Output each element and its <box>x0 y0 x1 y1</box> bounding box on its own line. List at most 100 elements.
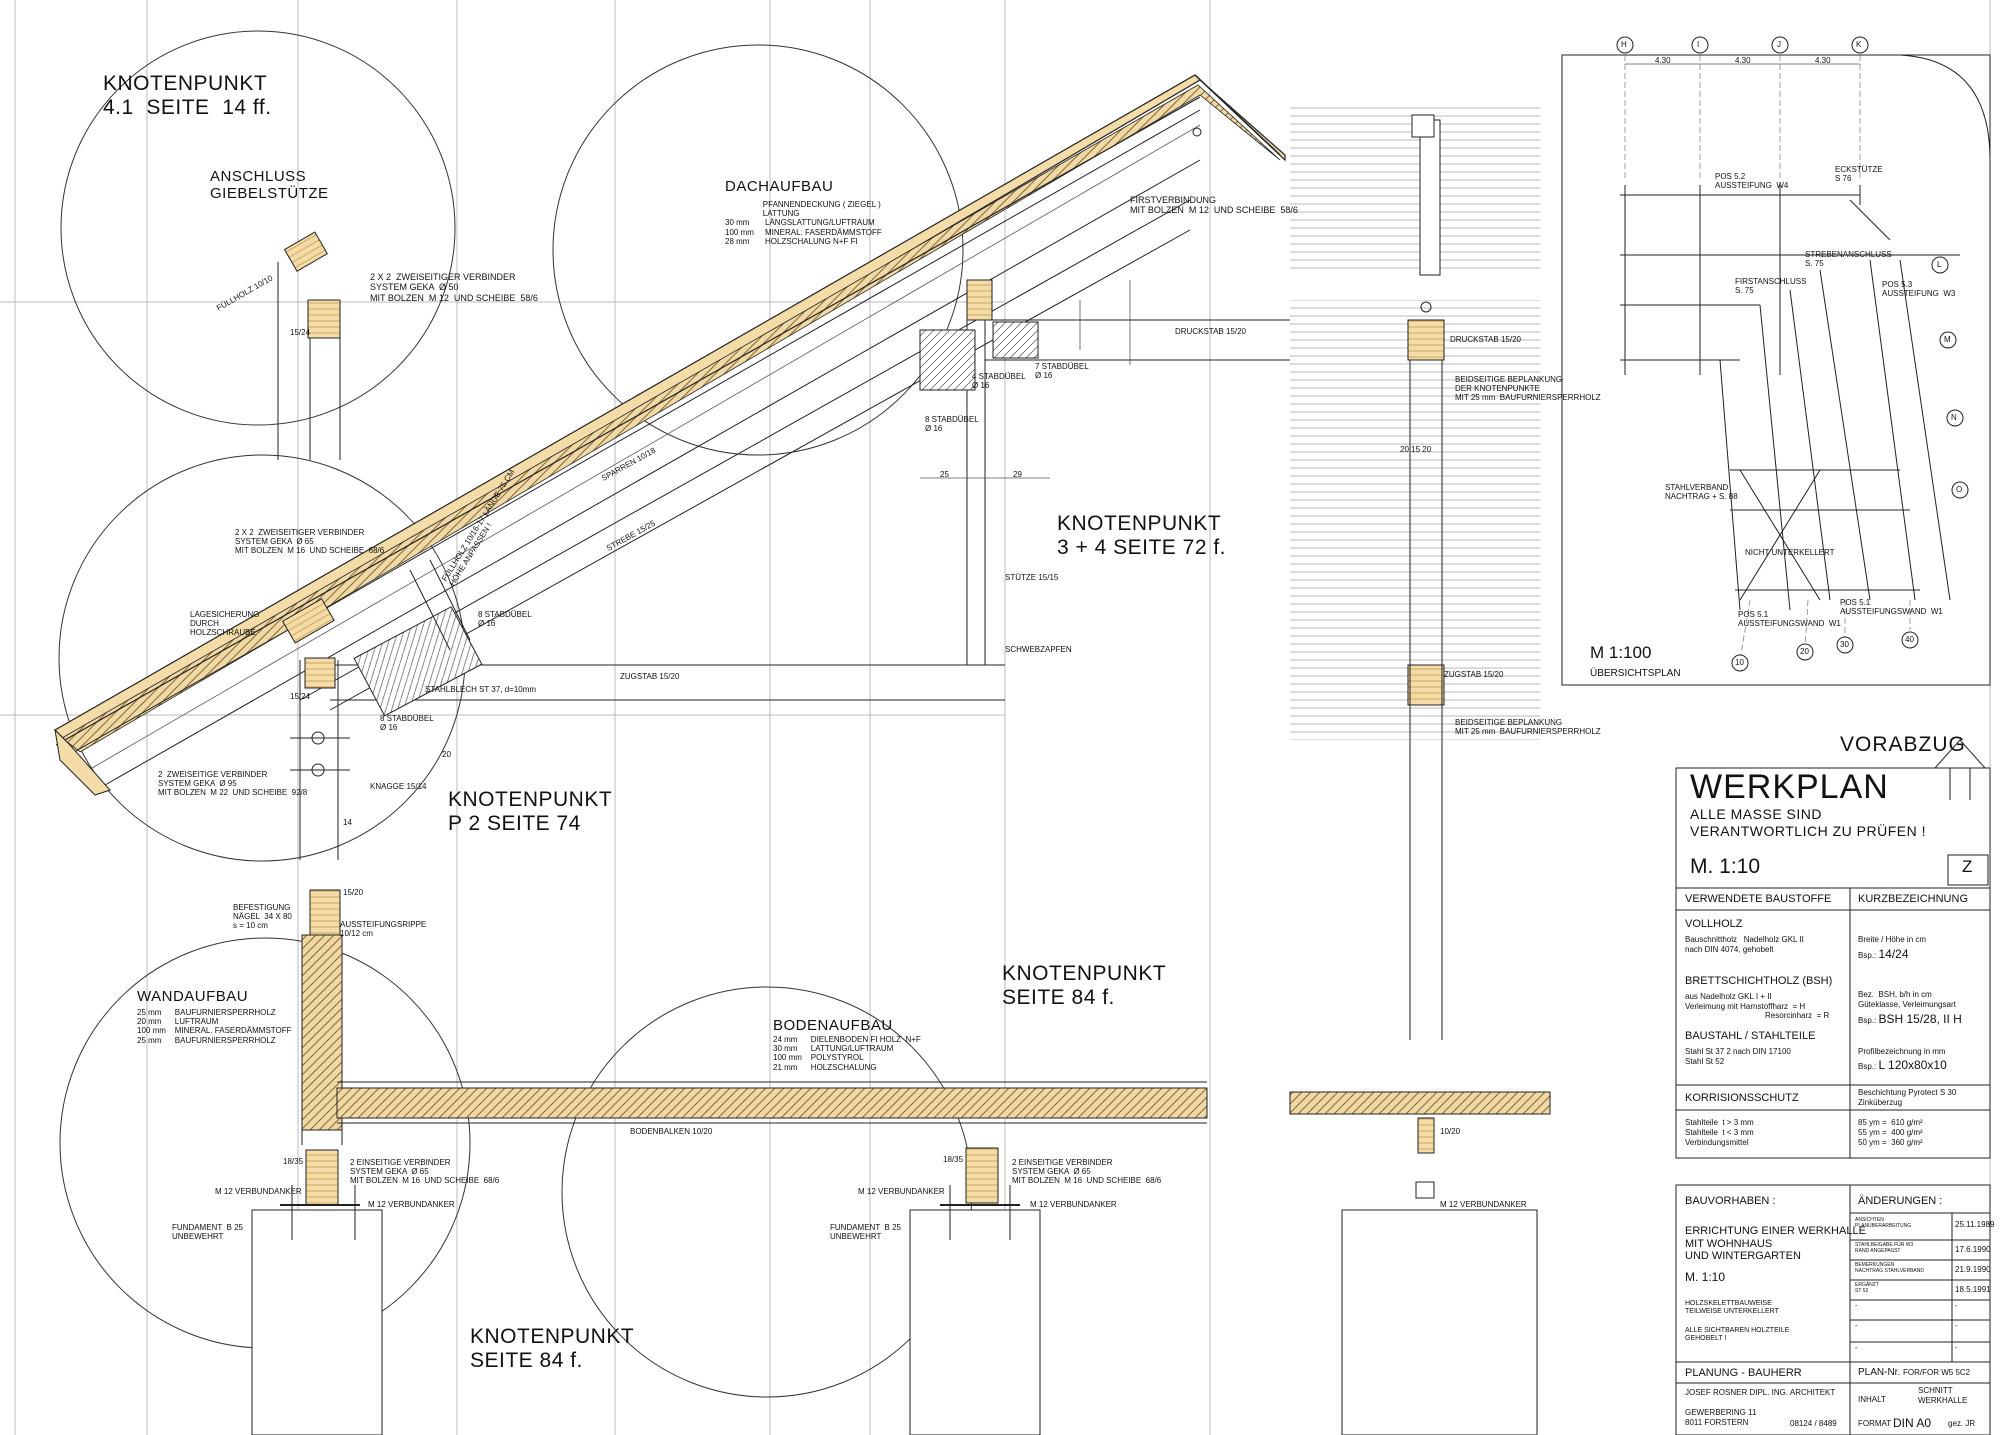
bsh-bsp-value: BSH 15/28, II H <box>1878 1012 1962 1026</box>
label-verbinder-50: 2 X 2 ZWEISEITIGER VERBINDER SYSTEM GEKA… <box>370 272 538 303</box>
label-dim-15-24-a: 15/24 <box>290 328 311 337</box>
plan-scale: M 1:100 <box>1590 643 1652 662</box>
north-label: Z <box>1962 857 1973 876</box>
label-dim-29: 29 <box>1013 470 1022 479</box>
korr-heading: KORRISIONSSCHUTZ <box>1685 1092 1799 1104</box>
knot-84-upper-ref: SEITE 84 f. <box>1002 986 1115 1010</box>
vorabzug-label: VORABZUG <box>1840 733 1966 756</box>
label-stabduebel-8b: 8 STABDÜBEL Ø 16 <box>478 610 532 629</box>
architect-address: GEWERBERING 11 8011 FORSTERN <box>1685 1408 1757 1427</box>
holzskelett-note: HOLZSKELETTBAUWEISE TEILWEISE UNTERKELLE… <box>1685 1300 1779 1316</box>
plan-title: ÜBERSICHTSPLAN <box>1590 668 1681 679</box>
label-dim-20-v: 20 <box>442 750 451 759</box>
label-stabduebel-8a: 8 STABDÜBEL Ø 16 <box>925 415 979 434</box>
change-5-text: - <box>1855 1303 1858 1310</box>
bsh-desc: aus Nadelholz GKL I + II Verleimung mit … <box>1685 992 1830 1021</box>
werkplan-scale: M. 1:10 <box>1690 855 1761 878</box>
inhalt-label: INHALT <box>1858 1395 1886 1404</box>
knot-4-1-ref: 4.1 SEITE 14 ff. <box>103 96 272 120</box>
plan-stahlverband: STAHLVERBAND NACHTRAG + S. 88 <box>1665 483 1738 502</box>
label-dim-10-20: 10/20 <box>1440 1127 1461 1136</box>
label-dachaufbau-title: DACHAUFBAU <box>725 178 834 195</box>
plan-nicht-unterkellert: NICHT UNTERKELLERT <box>1745 548 1835 557</box>
bauvorhaben-heading: BAUVORHABEN : <box>1685 1195 1776 1207</box>
label-zugstab: ZUGSTAB 15/20 <box>620 672 680 681</box>
plan-grid-M: M <box>1944 335 1951 344</box>
change-4-date: 18.5.1991 <box>1955 1285 1991 1294</box>
label-m12-b2: M 12 VERBUNDANKER <box>1030 1200 1117 1209</box>
change-3-date: 21.9.1990 <box>1955 1265 1991 1274</box>
label-m12-c: M 12 VERBUNDANKER <box>1440 1200 1527 1209</box>
architect-name: JOSEF ROSNER DIPL. ING. ARCHITEKT <box>1685 1388 1836 1397</box>
plan-pos51b: POS 5.1 AUSSTEIFUNGSWAND W1 <box>1840 598 1943 617</box>
plan-grid-40: 40 <box>1905 635 1914 644</box>
knot-84-lower-ref: SEITE 84 f. <box>470 1349 583 1373</box>
label-verbinder-65-top: 2 X 2 ZWEISEITIGER VERBINDER SYSTEM GEKA… <box>235 528 385 556</box>
label-fundament-a: FUNDAMENT B 25 UNBEWEHRT <box>172 1223 243 1242</box>
plan-grid-K: K <box>1856 40 1862 49</box>
label-firstverbindung: FIRSTVERBINDUNG MIT BOLZEN M 12 UND SCHE… <box>1130 195 1298 216</box>
change-7-date: - <box>1955 1345 1958 1352</box>
label-dim-18-35-a: 18/35 <box>283 1157 304 1166</box>
label-wandaufbau-title: WANDAUFBAU <box>137 988 249 1005</box>
label-dim-18-35-b: 18/35 <box>943 1155 964 1164</box>
korr-desc: Stahlteile t > 3 mm Stahlteile t < 3 mm … <box>1685 1118 1754 1147</box>
label-m12-b1: M 12 VERBUNDANKER <box>858 1187 945 1196</box>
stahl-desc: Stahl St 37 2 nach DIN 17100 Stahl St 52 <box>1685 1047 1791 1066</box>
change-4-text: ERGÄNZT ST 52 <box>1855 1282 1879 1294</box>
label-beplankung-1: BEIDSEITIGE BEPLANKUNG DER KNOTENPUNKTE … <box>1455 375 1601 403</box>
plan-firstanschluss: FIRSTANSCHLUSS S. 75 <box>1735 277 1807 296</box>
label-bodenaufbau-title: BODENAUFBAU <box>773 1017 893 1034</box>
change-5-date: - <box>1955 1303 1958 1310</box>
label-lagesicherung: LAGESICHERUNG DURCH HOLZSCHRAUBE <box>190 610 260 638</box>
plan-dim-3: 4.30 <box>1815 56 1831 65</box>
floor-section <box>251 889 1208 1435</box>
plan-nr-value: FOR/FOR W5 5C2 <box>1903 1368 1971 1377</box>
vollholz-bsp-value: 14/24 <box>1878 947 1909 961</box>
label-druckstab: DRUCKSTAB 15/20 <box>1175 327 1246 336</box>
plan-pos52: POS 5.2 AUSSTEIFUNG W4 <box>1715 172 1789 191</box>
werkplan-title: WERKPLAN <box>1690 768 1889 806</box>
vollholz-bsp-label: Bsp.: <box>1858 951 1877 960</box>
change-1-text: ANSICHTEN PLANÜBERARBEITUNG <box>1855 1217 1912 1229</box>
col-baustoffe: VERWENDETE BAUSTOFFE <box>1685 893 1832 905</box>
bsh-heading: BRETTSCHICHTHOLZ (BSH) <box>1685 975 1833 987</box>
label-verbinder-65-a: 2 EINSEITIGE VERBINDER SYSTEM GEKA Ø 65 … <box>350 1158 500 1186</box>
label-verbinder-95: 2 ZWEISEITIGE VERBINDER SYSTEM GEKA Ø 95… <box>158 770 308 798</box>
label-aussteifungsrippe: AUSSTEIFUNGSRIPPE 10/12 cm <box>340 920 427 939</box>
plan-grid-I: I <box>1697 40 1700 49</box>
label-dim-15-24-b: 15/24 <box>290 692 311 701</box>
column-section <box>1289 105 1551 1435</box>
label-anschluss: ANSCHLUSS GIEBELSTÜTZE <box>210 168 329 203</box>
plan-dim-2: 4.30 <box>1735 56 1751 65</box>
label-beplankung-2: BEIDSEITIGE BEPLANKUNG MIT 25 mm BAUFURN… <box>1455 718 1601 737</box>
knot-p2-ref: P 2 SEITE 74 <box>448 812 581 836</box>
plan-pos51a: POS 5.1 AUSSTEIFUNGSWAND W1 <box>1738 610 1841 629</box>
plan-dim-1: 4.30 <box>1655 56 1671 65</box>
vollholz-heading: VOLLHOLZ <box>1685 918 1743 930</box>
change-6-text: - <box>1855 1323 1858 1330</box>
label-fundament-b: FUNDAMENT B 25 UNBEWEHRT <box>830 1223 901 1242</box>
label-stabduebel-8c: 8 STABDÜBEL Ø 16 <box>380 714 434 733</box>
knot-3-4-heading: KNOTENPUNKT <box>1057 512 1222 535</box>
label-stahlblech: STAHLBLECH ST 37, d=10mm <box>425 685 537 694</box>
plan-strebenanschluss: STREBENANSCHLUSS S. 75 <box>1805 250 1892 269</box>
aenderungen-heading: ÄNDERUNGEN : <box>1858 1195 1943 1207</box>
bsh-bsp-label: Bsp.: <box>1858 1016 1877 1025</box>
stahl-bsp-label: Bsp.: <box>1858 1062 1877 1071</box>
plan-grid-N: N <box>1951 413 1957 422</box>
label-dim-15-20: 15/20 <box>343 888 364 897</box>
label-knagge: KNAGGE 15/14 <box>370 782 427 791</box>
knot-84-upper-heading: KNOTENPUNKT <box>1002 962 1167 985</box>
title-block-frame <box>1675 739 1991 1435</box>
label-bodenaufbau-lines: 24 mm DIELENBODEN FI HOLZ N+F 30 mm LATT… <box>773 1035 921 1072</box>
plan-grid-20: 20 <box>1800 647 1809 656</box>
stahl-kurz: Profilbezeichnung in mm <box>1858 1047 1946 1056</box>
change-1-date: 25.11.1989 <box>1955 1220 1995 1229</box>
label-befestigung: BEFESTIGUNG NÄGEL 34 X 80 s = 10 cm <box>233 903 292 931</box>
label-stuetze: STÜTZE 15/15 <box>1005 573 1059 582</box>
plan-eckstuetze: ECKSTÜTZE S 76 <box>1835 165 1883 184</box>
